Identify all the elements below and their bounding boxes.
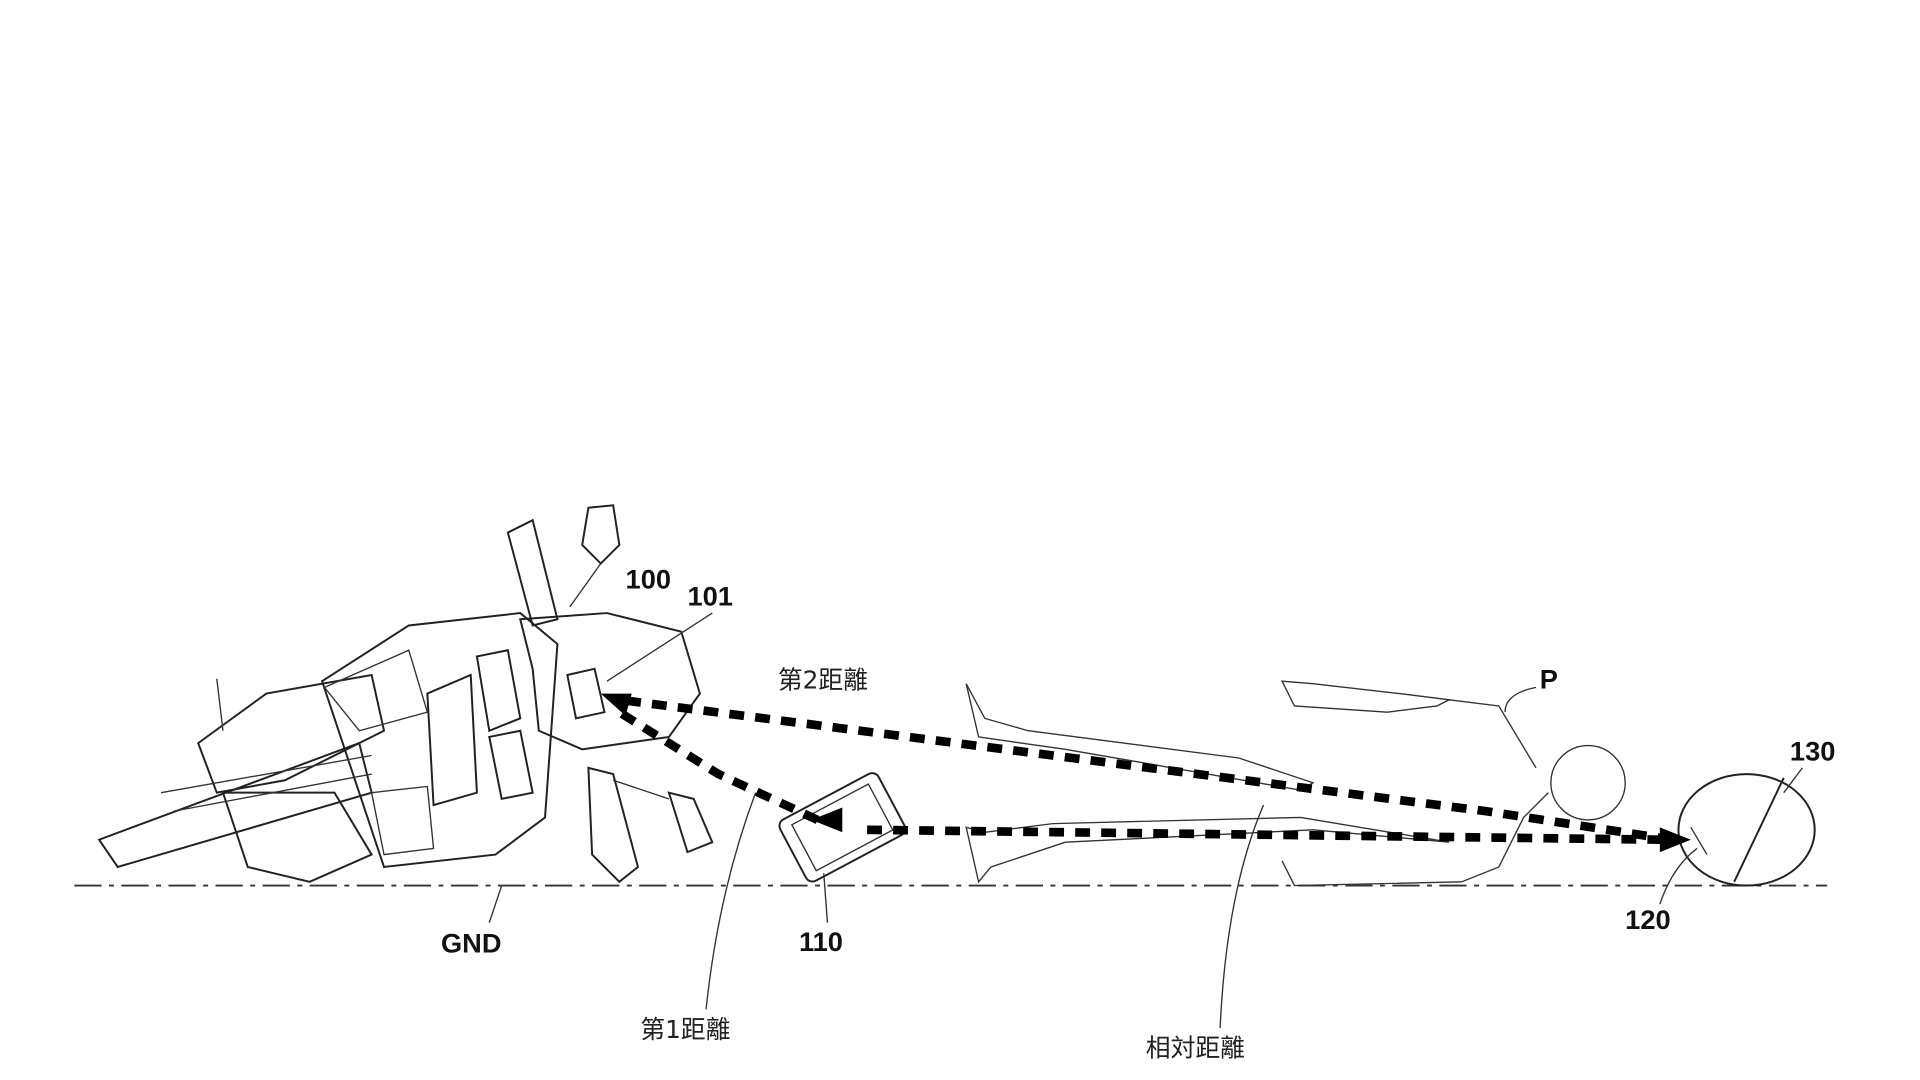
leader-101 xyxy=(606,612,713,682)
smartphone-drawing xyxy=(778,772,907,883)
label-relative-distance: 相対距離 xyxy=(1146,1033,1245,1062)
leader-relative xyxy=(1219,804,1265,1029)
label-first-distance: 第1距離 xyxy=(640,1015,730,1044)
relative-distance-arrow xyxy=(867,825,1667,845)
label-second-distance: 第2距離 xyxy=(778,666,868,695)
label-gnd: GND xyxy=(441,927,502,958)
leader-130 xyxy=(1783,767,1803,794)
leader-110 xyxy=(823,873,829,923)
label-110: 110 xyxy=(799,926,843,957)
label-120: 120 xyxy=(1625,904,1670,935)
leader-first xyxy=(705,792,757,1010)
arrowhead-phone xyxy=(811,807,843,833)
leader-120 xyxy=(1659,847,1698,905)
arrowhead-sensor xyxy=(600,693,632,716)
arrowhead-helmet xyxy=(1659,827,1691,853)
motorcycle-drawing xyxy=(97,504,714,884)
person-drawing xyxy=(965,680,1626,887)
label-100: 100 xyxy=(626,563,671,594)
label-p: P xyxy=(1540,664,1558,695)
leader-gnd xyxy=(488,885,503,923)
label-130: 130 xyxy=(1790,735,1835,766)
helmet-drawing xyxy=(1677,773,1816,887)
second-distance-arrow xyxy=(618,695,1673,845)
first-distance-arrow xyxy=(617,708,820,824)
leader-p xyxy=(1504,686,1537,713)
label-101: 101 xyxy=(687,581,732,612)
